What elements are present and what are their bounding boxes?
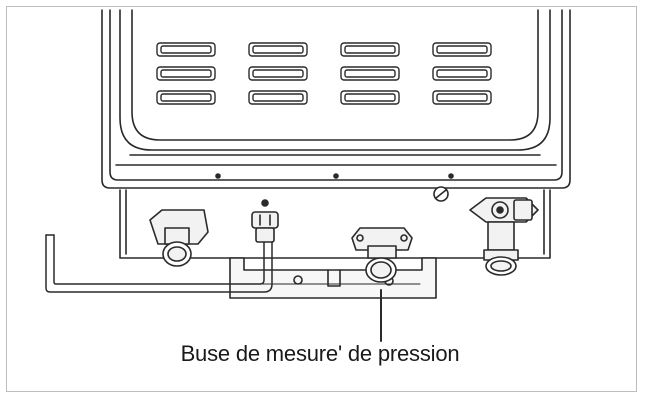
figure-frame [6,6,637,392]
gas-valve [251,199,279,243]
bottom-panel [119,189,551,259]
condensate-hose [45,234,273,293]
left-fitting [149,209,209,267]
heater-casing [101,9,571,189]
ventilation-slots [156,42,492,105]
callout-label: Buse de mesure' de pression [180,341,460,366]
pressure-fitting [351,227,413,283]
right-inlet [433,186,539,276]
